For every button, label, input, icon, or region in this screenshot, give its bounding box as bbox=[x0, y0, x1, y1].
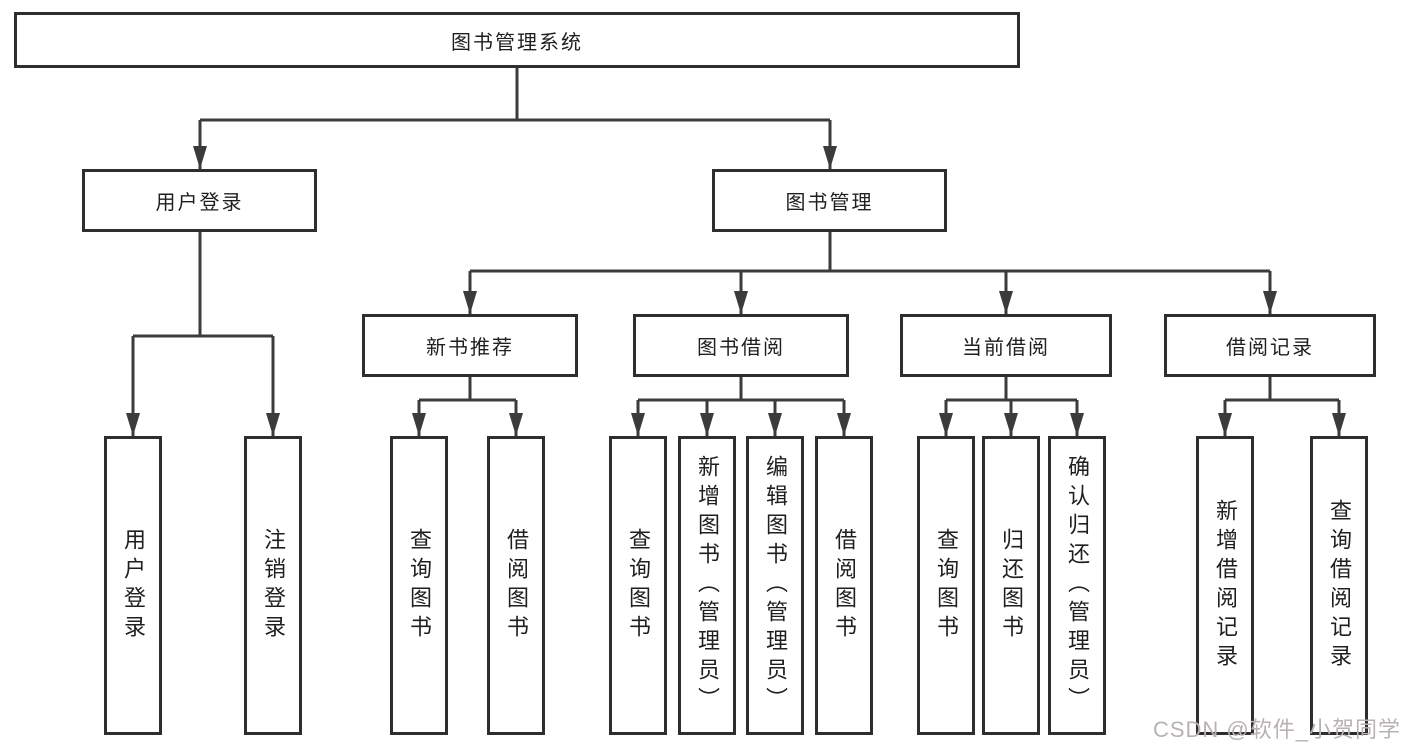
connector-newbook-trunk bbox=[419, 377, 516, 402]
connector-bookborrow-trunk bbox=[638, 377, 844, 402]
connector-borrowrecords-trunk bbox=[1225, 377, 1339, 402]
leaf-add-books-admin: 新增图书（管理员） bbox=[678, 436, 736, 735]
node-new-book-recommend: 新书推荐 bbox=[362, 314, 578, 377]
leaf-query-books-recommend: 查询图书 bbox=[390, 436, 448, 735]
connector-root-trunk bbox=[200, 68, 830, 122]
leaf-label: 确认归还（管理员） bbox=[1065, 455, 1090, 716]
connector-userlogin-trunk bbox=[133, 232, 273, 338]
connector-bookmgmt-trunk bbox=[470, 232, 1270, 273]
leaf-label: 借阅图书 bbox=[832, 527, 857, 644]
leaf-user-login: 用户登录 bbox=[104, 436, 162, 735]
leaf-label: 归还图书 bbox=[999, 527, 1024, 644]
leaf-edit-books-admin: 编辑图书（管理员） bbox=[746, 436, 804, 735]
leaf-label: 查询图书 bbox=[934, 527, 959, 644]
leaf-label: 查询借阅记录 bbox=[1327, 498, 1352, 673]
leaf-label: 用户登录 bbox=[121, 527, 146, 644]
leaf-label: 新增借阅记录 bbox=[1213, 498, 1238, 673]
leaf-label: 借阅图书 bbox=[504, 527, 529, 644]
node-borrow-records: 借阅记录 bbox=[1164, 314, 1376, 377]
leaf-label: 新增图书（管理员） bbox=[695, 455, 720, 716]
leaf-logout: 注销登录 bbox=[244, 436, 302, 735]
node-label: 借阅记录 bbox=[1226, 337, 1314, 359]
leaf-label: 查询图书 bbox=[407, 527, 432, 644]
leaf-label: 注销登录 bbox=[261, 527, 286, 644]
leaf-query-books-borrow: 查询图书 bbox=[609, 436, 667, 735]
leaf-query-borrow-record: 查询借阅记录 bbox=[1310, 436, 1368, 735]
leaf-query-books-current: 查询图书 bbox=[917, 436, 975, 735]
node-label: 当前借阅 bbox=[962, 337, 1050, 359]
node-current-borrow: 当前借阅 bbox=[900, 314, 1112, 377]
leaf-borrow-books-recommend: 借阅图书 bbox=[487, 436, 545, 735]
leaf-borrow-books: 借阅图书 bbox=[815, 436, 873, 735]
node-label: 新书推荐 bbox=[426, 337, 514, 359]
leaf-confirm-return-admin: 确认归还（管理员） bbox=[1048, 436, 1106, 735]
node-book-borrow: 图书借阅 bbox=[633, 314, 849, 377]
node-label: 图书管理系统 bbox=[451, 31, 583, 54]
node-label: 用户登录 bbox=[155, 192, 244, 214]
node-user-login: 用户登录 bbox=[82, 169, 317, 232]
connector-currentborrow-trunk bbox=[946, 377, 1077, 402]
leaf-return-books: 归还图书 bbox=[982, 436, 1040, 735]
node-label: 图书借阅 bbox=[697, 337, 785, 359]
leaf-label: 编辑图书（管理员） bbox=[763, 455, 788, 716]
node-root-system: 图书管理系统 bbox=[14, 12, 1020, 68]
leaf-add-borrow-record: 新增借阅记录 bbox=[1196, 436, 1254, 735]
node-label: 图书管理 bbox=[785, 192, 874, 214]
leaf-label: 查询图书 bbox=[626, 527, 651, 644]
node-book-management: 图书管理 bbox=[712, 169, 947, 232]
